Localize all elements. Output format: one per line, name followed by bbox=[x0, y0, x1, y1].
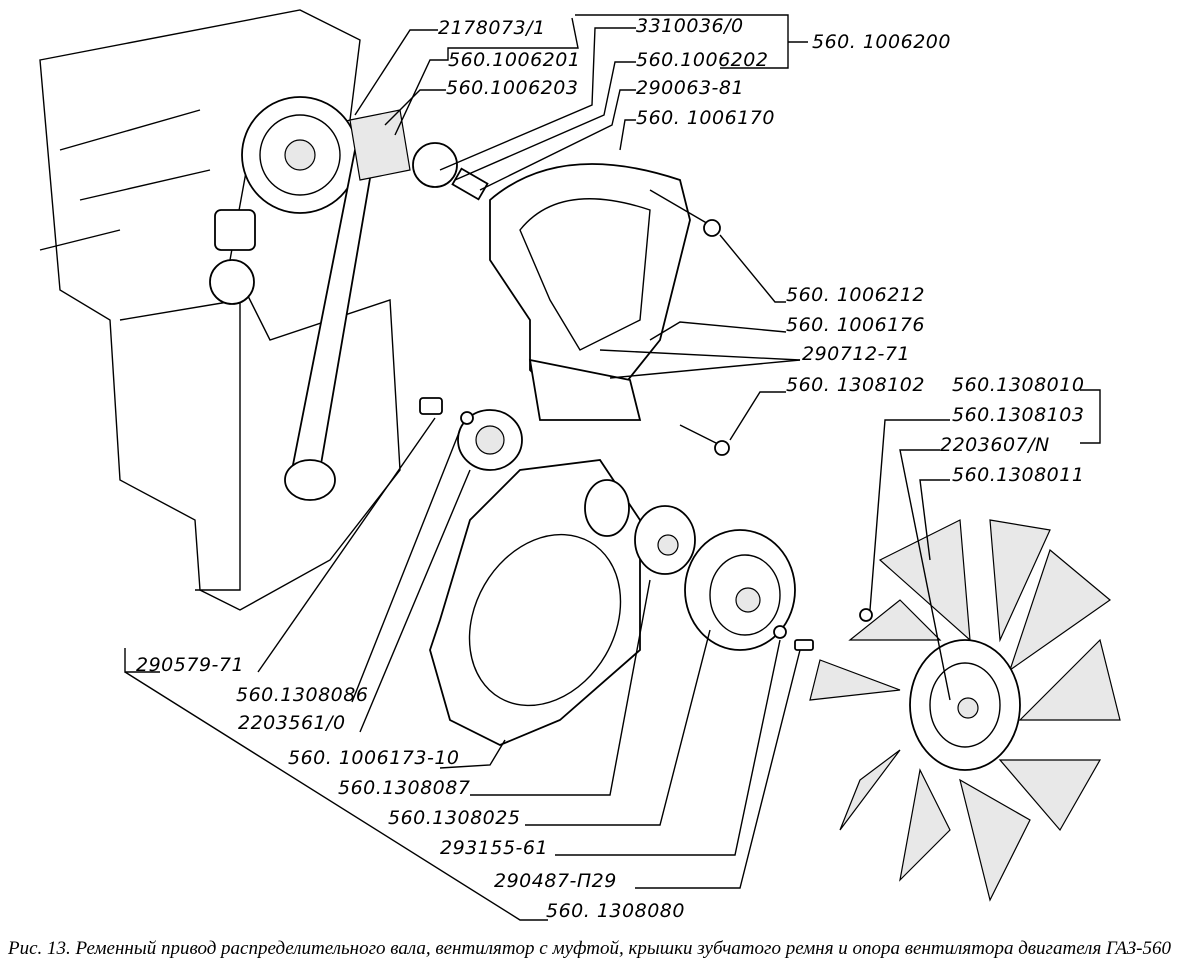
part-label-560-1308086: 560.1308086 bbox=[236, 684, 369, 706]
part-label-290712-71: 290712-71 bbox=[802, 343, 911, 365]
part-label-2203561-0: 2203561/0 bbox=[238, 712, 346, 734]
part-label-560-1308103: 560.1308103 bbox=[952, 404, 1085, 426]
upper-belt-cover bbox=[489, 163, 721, 421]
part-label-560-1006201: 560.1006201 bbox=[448, 49, 581, 71]
part-label-3310036-0: 3310036/0 bbox=[636, 15, 744, 37]
fan-with-clutch bbox=[809, 519, 1121, 902]
part-label-560-1308087: 560.1308087 bbox=[338, 777, 471, 799]
engine-block bbox=[39, 9, 401, 611]
part-label-560-1006202: 560.1006202 bbox=[636, 49, 769, 71]
part-label-290579-71: 290579-71 bbox=[136, 654, 245, 676]
part-label-560-1308080: 560. 1308080 bbox=[546, 900, 685, 922]
part-label-293155-61: 293155-61 bbox=[440, 837, 549, 859]
part-label-560-1308011: 560.1308011 bbox=[952, 464, 1085, 486]
part-label-560-1308010: 560.1308010 bbox=[952, 374, 1085, 396]
leader-lines bbox=[124, 14, 1101, 921]
part-label-560-1308025: 560.1308025 bbox=[388, 807, 521, 829]
lower-belt-cover bbox=[419, 397, 641, 746]
part-label-560-1006170: 560. 1006170 bbox=[636, 107, 775, 129]
part-label-2203607-n: 2203607/N bbox=[940, 434, 1050, 456]
part-label-560-1006200: 560. 1006200 bbox=[812, 31, 951, 53]
part-label-2178073-1: 2178073/1 bbox=[438, 17, 546, 39]
part-label-560-1308102: 560. 1308102 bbox=[786, 374, 925, 396]
part-label-560-1006203: 560.1006203 bbox=[446, 77, 579, 99]
part-label-290063-81: 290063-81 bbox=[636, 77, 745, 99]
part-label-290487-p29: 290487-П29 bbox=[494, 870, 617, 892]
part-label-560-1006173-10: 560. 1006173-10 bbox=[288, 747, 460, 769]
part-label-560-1006212: 560. 1006212 bbox=[786, 284, 925, 306]
part-label-560-1006176: 560. 1006176 bbox=[786, 314, 925, 336]
timing-belt-assembly bbox=[241, 96, 489, 501]
fan-support-and-pulley bbox=[634, 424, 873, 651]
figure-caption: Рис. 13. Ременный привод распределительн… bbox=[8, 938, 1171, 959]
